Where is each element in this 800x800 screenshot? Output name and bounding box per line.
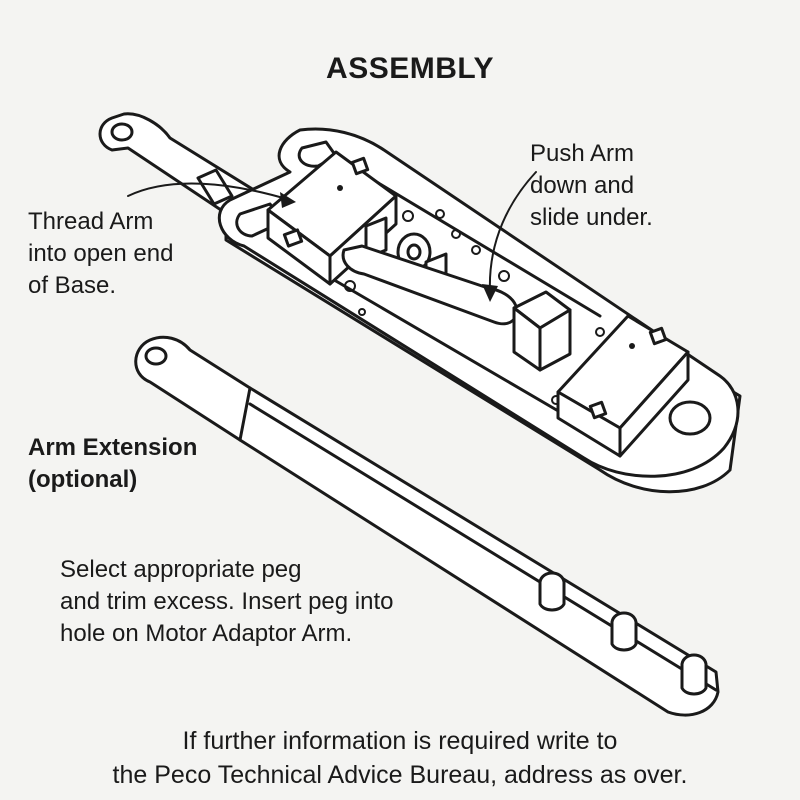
motor-adaptor-arm — [98, 112, 272, 222]
peg — [680, 653, 708, 696]
select-peg-label-line: and trim excess. Insert peg into — [60, 588, 394, 615]
arm-extension-label: Arm Extension (optional) — [28, 432, 197, 496]
select-peg-label-line: Select appropriate peg — [60, 556, 302, 583]
centre-block — [512, 290, 572, 372]
push-arm-label-line: slide under. — [530, 204, 653, 231]
page-title: ASSEMBLY — [326, 52, 494, 85]
select-peg-label-line: hole on Motor Adaptor Arm. — [60, 620, 353, 647]
thread-arm-label-line: into open end — [28, 240, 174, 267]
arm-extension-label-line: (optional) — [28, 466, 138, 493]
footer-line: If further information is required write… — [182, 727, 618, 755]
thread-arm-arrow — [127, 182, 296, 208]
arm-extension-part — [134, 335, 720, 717]
peg — [538, 571, 566, 612]
thread-arm-label: Thread Arm into open end of Base. — [28, 206, 173, 302]
select-peg-label: Select appropriate peg and trim excess. … — [60, 554, 394, 650]
push-arm-label: Push Arm down and slide under. — [530, 138, 653, 234]
arm-extension-label-line: Arm Extension — [28, 434, 198, 461]
thread-arm-label-line: Thread Arm — [28, 208, 154, 235]
peg — [610, 611, 638, 652]
push-arm-arrow — [482, 171, 537, 302]
thread-arm-label-line: of Base. — [28, 272, 117, 299]
right-clip-plate — [556, 314, 690, 458]
push-arm-label-line: down and — [530, 172, 635, 199]
push-arm-label-line: Push Arm — [530, 140, 635, 167]
footer-note: If further information is required write… — [0, 724, 800, 792]
footer-line: the Peco Technical Advice Bureau, addres… — [112, 761, 688, 789]
